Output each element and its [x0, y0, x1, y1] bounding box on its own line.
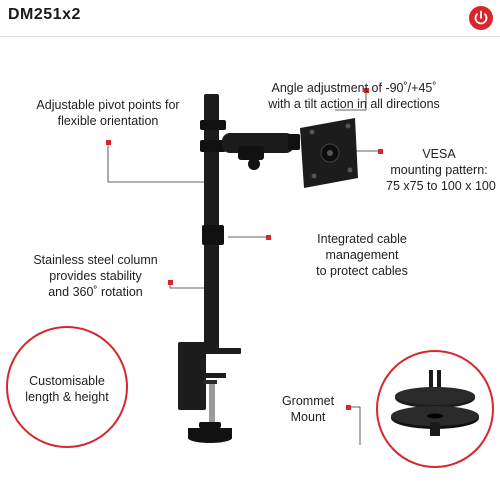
feature-cable-line2: management: [325, 248, 399, 262]
feature-cable-line3: to protect cables: [316, 264, 408, 278]
feature-vesa-line3: 75 x75 to 100 x 100: [386, 179, 496, 193]
callout-dot-vesa: [378, 149, 383, 154]
feature-grommet: Grommet Mount: [272, 393, 344, 425]
power-icon[interactable]: [469, 6, 493, 30]
feature-column: Stainless steel column provides stabilit…: [18, 252, 173, 300]
feature-pivot-line2: flexible orientation: [57, 114, 159, 128]
length-callout-circle: [6, 326, 128, 448]
grommet-mount-illustration: [391, 370, 479, 436]
feature-column-line3: and 360˚ rotation: [48, 285, 143, 299]
feature-grommet-line1: Grommet: [281, 394, 335, 408]
feature-grommet-line2: Mount: [290, 410, 326, 424]
callout-dot-angle: [364, 88, 369, 93]
feature-column-line1: Stainless steel column: [33, 253, 158, 267]
feature-angle: Angle adjustment of -90˚/+45˚ with a til…: [244, 80, 464, 112]
desk-clamp: [178, 342, 241, 443]
arm: [222, 133, 300, 170]
callout-dot-column: [168, 280, 173, 285]
feature-vesa-line2: mounting pattern:: [390, 163, 488, 177]
feature-angle-line2: with a tilt action in all directions: [268, 97, 440, 111]
callout-dot-cable: [266, 235, 271, 240]
vesa-plate: [300, 118, 358, 188]
feature-cable-line1: Integrated cable: [317, 232, 407, 246]
feature-length-line2: length & height: [25, 390, 109, 404]
feature-vesa-line1: VESA: [422, 147, 456, 161]
header-divider: [0, 36, 500, 37]
feature-column-line2: provides stability: [49, 269, 142, 283]
product-title: DM251x2: [8, 6, 81, 23]
column: [200, 94, 226, 352]
callout-dot-grommet: [346, 405, 351, 410]
grommet-callout-circle: [376, 350, 494, 468]
feature-length: Customisable length & height: [6, 373, 128, 405]
feature-vesa: VESA mounting pattern: 75 x75 to 100 x 1…: [386, 146, 496, 194]
feature-pivot: Adjustable pivot points for flexible ori…: [18, 97, 198, 129]
feature-angle-line1: Angle adjustment of -90˚/+45˚: [271, 81, 437, 95]
feature-cable: Integrated cable management to protect c…: [292, 231, 432, 279]
feature-pivot-line1: Adjustable pivot points for: [36, 98, 180, 112]
feature-length-line1: Customisable: [29, 374, 105, 388]
callout-dot-pivot: [106, 140, 111, 145]
